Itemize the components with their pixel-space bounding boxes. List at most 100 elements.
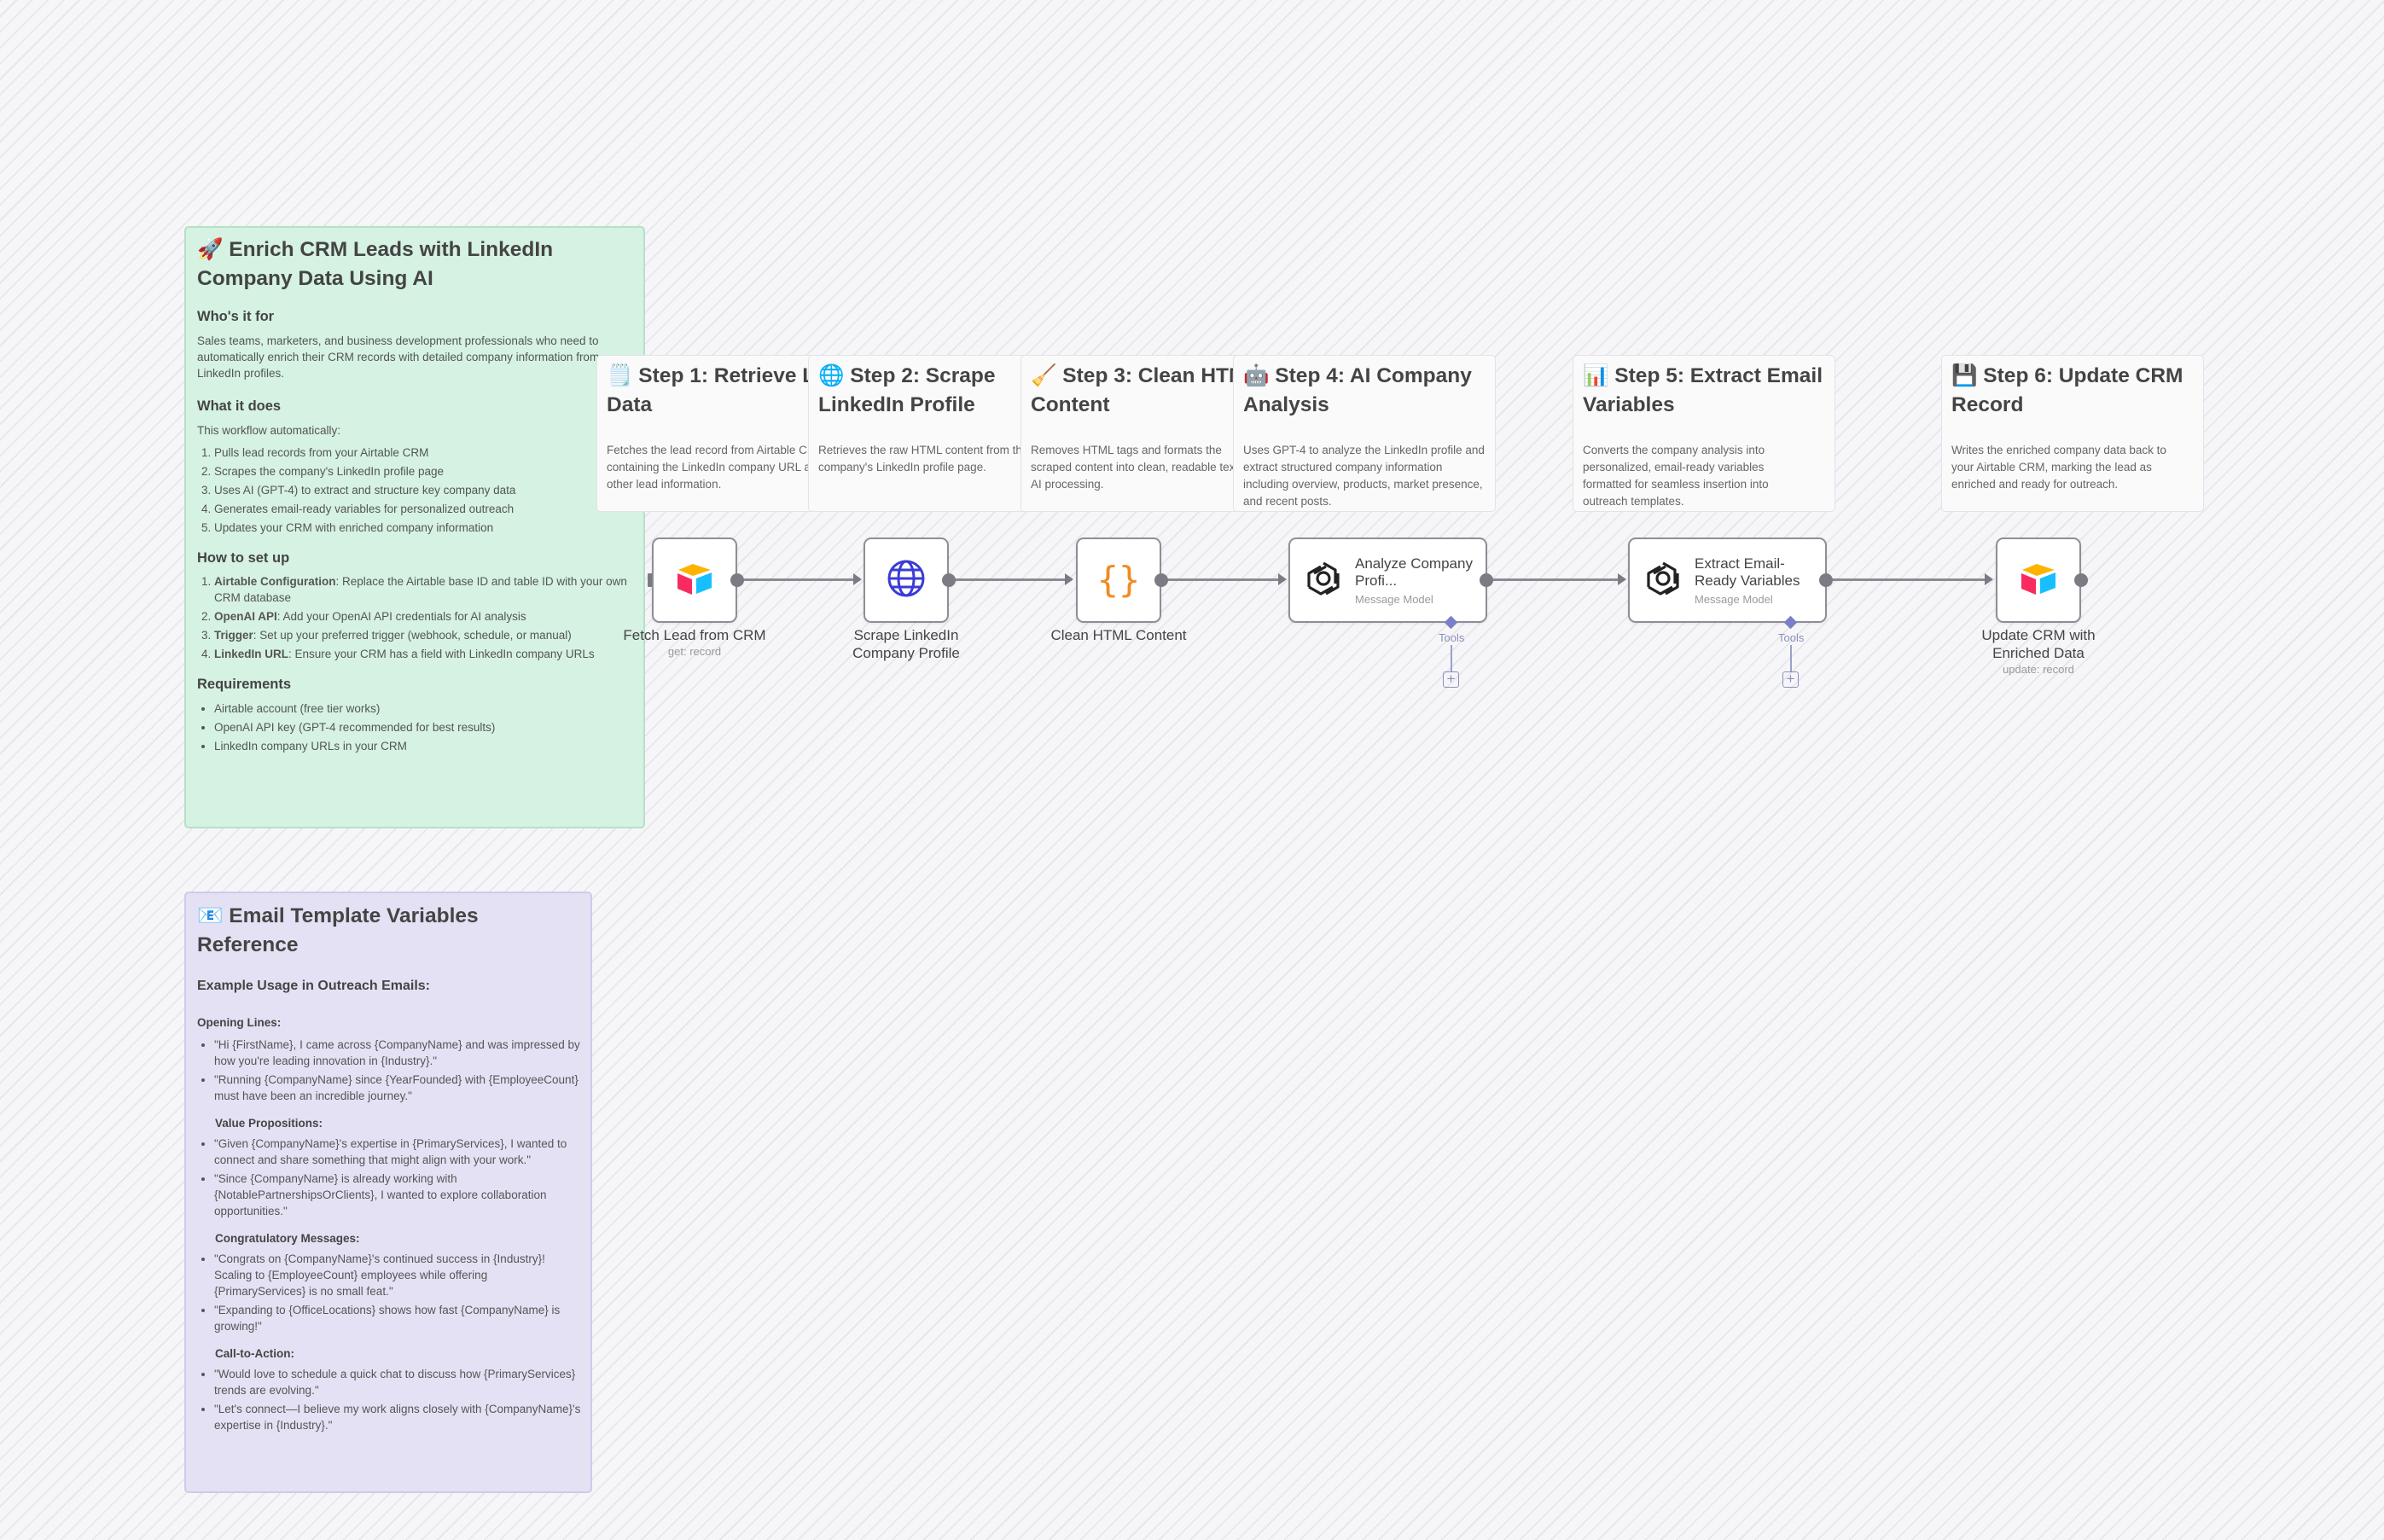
tools-label: Tools <box>1439 631 1465 644</box>
output-handle[interactable] <box>1819 573 1833 587</box>
list-item: "Would love to schedule a quick chat to … <box>214 1366 581 1398</box>
who-heading: Who's it for <box>197 309 275 324</box>
overview-title: 🚀 Enrich CRM Leads with LinkedIn Company… <box>197 238 554 290</box>
step-1-description: Fetches the lead record from Airtable CR… <box>607 444 820 491</box>
connection-arrow <box>1985 573 1993 585</box>
globe-icon <box>887 559 926 602</box>
email-note-subtitle: Example Usage in Outreach Emails: <box>197 979 430 993</box>
cta-list: "Would love to schedule a quick chat to … <box>197 1366 581 1433</box>
setup-text: : Set up your preferred trigger (webhook… <box>253 629 572 642</box>
analyze-company-node[interactable]: Analyze Company Profi... Message Model <box>1288 538 1487 623</box>
step-4-note[interactable]: 🤖 Step 4: AI Company Analysis Uses GPT-4… <box>1233 355 1496 512</box>
list-item: LinkedIn URL: Ensure your CRM has a fiel… <box>214 646 639 662</box>
list-item: OpenAI API: Add your OpenAI API credenti… <box>214 608 639 625</box>
step-3-title: 🧹 Step 3: Clean HTML Content <box>1031 364 1244 416</box>
list-item: "Expanding to {OfficeLocations} shows ho… <box>214 1302 581 1334</box>
connection-line[interactable] <box>1827 578 1992 581</box>
list-item: Pulls lead records from your Airtable CR… <box>214 445 643 461</box>
list-item: "Let's connect—I believe my work aligns … <box>214 1401 581 1433</box>
email-variables-sticky-note[interactable]: 📧 Email Template Variables Reference Exa… <box>184 892 592 1493</box>
step-6-note[interactable]: 💾 Step 6: Update CRM Record Writes the e… <box>1941 355 2204 512</box>
value-heading: Value Propositions: <box>215 1117 323 1130</box>
step-2-note[interactable]: 🌐 Step 2: Scrape LinkedIn Profile Retrie… <box>808 355 1032 512</box>
airtable-icon <box>675 561 714 600</box>
step-5-description: Converts the company analysis into perso… <box>1583 444 1769 508</box>
list-item: Airtable Configuration: Replace the Airt… <box>214 573 639 606</box>
scrape-label-wrap: Scrape LinkedIn Company Profile <box>821 626 991 662</box>
congrats-list: "Congrats on {CompanyName}'s continued s… <box>197 1251 581 1334</box>
list-item: "Running {CompanyName} since {YearFounde… <box>214 1072 581 1104</box>
what-intro: This workflow automatically: <box>197 424 341 437</box>
list-item: LinkedIn company URLs in your CRM <box>214 738 643 754</box>
setup-heading: How to set up <box>197 550 290 566</box>
airtable-icon <box>2019 561 2058 600</box>
opening-heading: Opening Lines: <box>197 1016 282 1029</box>
what-list: Pulls lead records from your Airtable CR… <box>197 445 643 536</box>
step-6-title: 💾 Step 6: Update CRM Record <box>1951 364 2183 416</box>
list-item: "Given {CompanyName}'s expertise in {Pri… <box>214 1136 581 1168</box>
step-1-title: 🗒️ Step 1: Retrieve Lead Data <box>607 364 819 416</box>
step-4-title: 🤖 Step 4: AI Company Analysis <box>1243 364 1472 416</box>
node-text: Analyze Company Profi... Message Model <box>1342 555 1486 606</box>
connection-arrow <box>853 573 862 585</box>
output-handle[interactable] <box>942 573 956 587</box>
update-crm-node[interactable] <box>1996 538 2081 623</box>
node-label: Scrape LinkedIn Company Profile <box>852 627 960 661</box>
add-tool-button[interactable]: + <box>1782 671 1799 688</box>
node-subtitle: get: record <box>667 645 722 658</box>
connection-line[interactable] <box>1162 578 1285 581</box>
output-handle[interactable] <box>1154 573 1168 587</box>
node-label: Fetch Lead from CRM <box>623 627 766 643</box>
setup-text: : Ensure your CRM has a field with Linke… <box>288 648 595 660</box>
connection-line[interactable] <box>737 578 860 581</box>
node-label: Clean HTML Content <box>1050 627 1187 643</box>
step-3-note[interactable]: 🧹 Step 3: Clean HTML Content Removes HTM… <box>1020 355 1244 512</box>
list-item: Trigger: Set up your preferred trigger (… <box>214 627 639 643</box>
scrape-linkedin-node[interactable] <box>863 538 949 623</box>
clean-html-node[interactable]: {} <box>1076 538 1161 623</box>
connection-arrow <box>1278 573 1287 585</box>
code-braces-icon: {} <box>1096 559 1141 601</box>
step-2-title: 🌐 Step 2: Scrape LinkedIn Profile <box>818 364 996 416</box>
output-handle[interactable] <box>730 573 744 587</box>
add-tool-button[interactable]: + <box>1443 671 1459 688</box>
tools-line <box>1790 645 1792 671</box>
step-4-description: Uses GPT-4 to analyze the LinkedIn profi… <box>1243 444 1485 508</box>
list-item: "Congrats on {CompanyName}'s continued s… <box>214 1251 581 1299</box>
output-handle[interactable] <box>1480 573 1493 587</box>
step-1-note[interactable]: 🗒️ Step 1: Retrieve Lead Data Fetches th… <box>596 355 820 512</box>
connection-line[interactable] <box>950 578 1072 581</box>
list-item: Airtable account (free tier works) <box>214 700 643 717</box>
congrats-heading: Congratulatory Messages: <box>215 1232 360 1245</box>
tools-label: Tools <box>1778 631 1805 644</box>
node-subtitle: update: record <box>2003 663 2074 676</box>
requirements-list: Airtable account (free tier works) OpenA… <box>197 700 643 754</box>
value-list: "Given {CompanyName}'s expertise in {Pri… <box>197 1136 581 1219</box>
openai-icon <box>1305 560 1342 601</box>
who-text: Sales teams, marketers, and business dev… <box>197 334 600 380</box>
connection-line[interactable] <box>1486 578 1625 581</box>
setup-text: : Replace the Airtable base ID and table… <box>214 575 627 604</box>
list-item: Updates your CRM with enriched company i… <box>214 520 643 536</box>
output-handle[interactable] <box>2074 573 2088 587</box>
extract-variables-node[interactable]: Extract Email-Ready Variables Message Mo… <box>1628 538 1827 623</box>
setup-key: LinkedIn URL <box>214 648 288 660</box>
openai-icon <box>1644 560 1682 601</box>
node-label: Update CRM with Enriched Data <box>1981 627 2096 661</box>
node-title: Extract Email-Ready Variables <box>1695 555 1800 589</box>
node-subtitle: Message Model <box>1355 592 1433 606</box>
list-item: "Since {CompanyName} is already working … <box>214 1171 581 1219</box>
step-5-title: 📊 Step 5: Extract Email Variables <box>1583 364 1823 416</box>
step-5-note[interactable]: 📊 Step 5: Extract Email Variables Conver… <box>1573 355 1835 512</box>
opening-list: "Hi {FirstName}, I came across {CompanyN… <box>197 1037 581 1104</box>
list-item: Uses AI (GPT-4) to extract and structure… <box>214 482 643 498</box>
fetch-lead-node[interactable] <box>652 538 737 623</box>
connection-arrow <box>1618 573 1626 585</box>
overview-sticky-note[interactable]: 🚀 Enrich CRM Leads with LinkedIn Company… <box>184 226 645 828</box>
input-handle[interactable] <box>648 573 653 587</box>
tools-line <box>1451 645 1452 671</box>
setup-key: Airtable Configuration <box>214 575 336 588</box>
connection-arrow <box>1065 573 1073 585</box>
node-title: Analyze Company Profi... <box>1355 555 1473 589</box>
